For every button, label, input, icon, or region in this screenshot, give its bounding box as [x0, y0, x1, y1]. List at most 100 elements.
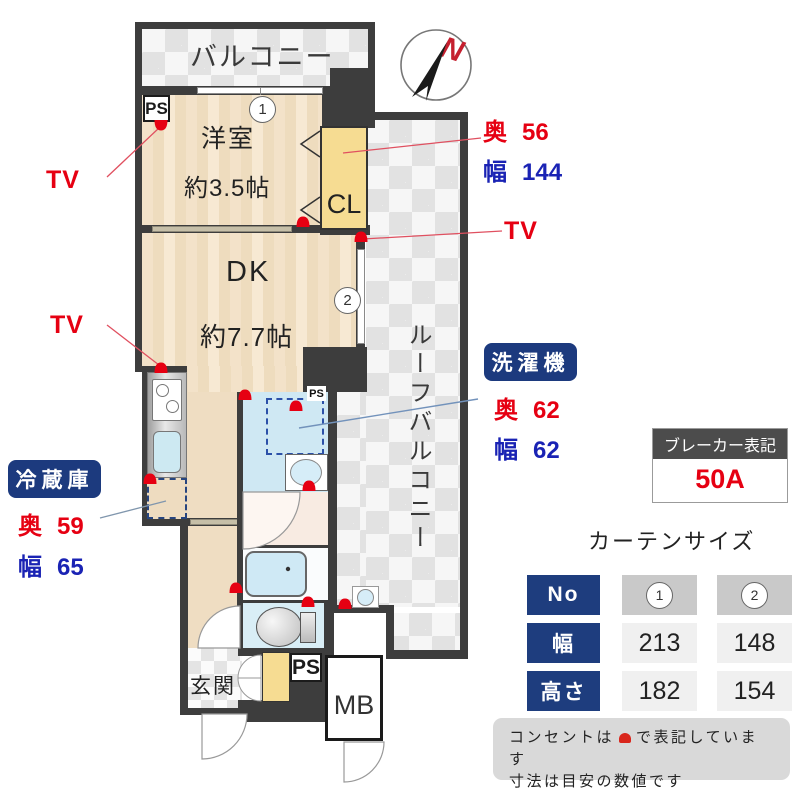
washer-space	[266, 398, 324, 455]
washer-width-label: 幅	[494, 437, 518, 464]
fridge-depth-label: 奥	[18, 513, 42, 540]
wall-left	[135, 22, 142, 372]
fridge-badge: 冷蔵庫	[8, 460, 101, 498]
burner-1	[156, 384, 169, 397]
entrance-label: 玄関	[190, 675, 236, 698]
fridge-dimensions: 奥 59 幅 65	[18, 506, 84, 582]
washer-dimensions: 奥 62 幅 62	[494, 390, 560, 465]
toilet-tank	[300, 612, 316, 643]
cl-label: CL	[326, 189, 362, 219]
ps-label-mid: PS	[309, 387, 324, 400]
fridge-width-value: 65	[57, 554, 84, 581]
note-line-2: 寸法は目安の数値です	[509, 773, 685, 790]
curtain-col-header: No	[527, 575, 600, 615]
compass-icon: N	[400, 29, 472, 101]
roof-balcony-label: ルーフバルコニー	[404, 322, 431, 554]
cl-depth-label: 奥	[483, 119, 507, 146]
wall-hall-left	[180, 522, 188, 714]
washer-depth-value: 62	[533, 397, 560, 424]
wall-below-ps	[288, 680, 324, 702]
breaker-box: ブレーカー表記 50A	[652, 428, 788, 503]
dk-floor	[142, 233, 356, 366]
dk-label: DK	[226, 256, 271, 288]
washer-badge: 洗濯機	[484, 343, 577, 381]
curtain-col2-circle: 2	[741, 581, 768, 609]
wall-mid-block	[303, 347, 367, 392]
curtain-row2-label-text: 高さ	[540, 681, 587, 704]
shoe-cabinet	[262, 652, 290, 702]
washer-badge-label: 洗濯機	[491, 352, 570, 375]
washbasin-bowl	[290, 459, 322, 486]
curtain-row1-label-text: 幅	[552, 633, 575, 656]
ps-box-bottom: PS	[290, 653, 322, 682]
wall-toilet-right	[324, 603, 334, 656]
stove	[152, 379, 182, 421]
entrance-floor	[188, 648, 242, 708]
closet-cl: CL	[320, 126, 368, 230]
curtain-row1-val2-text: 148	[733, 628, 776, 657]
ps-label-top: PS	[145, 98, 168, 118]
wall-notch-right	[386, 605, 394, 658]
kitchen-sink	[153, 431, 181, 473]
breaker-header: ブレーカー表記	[653, 429, 787, 459]
burner-2	[166, 400, 179, 413]
note-line-1: コンセントはで表記しています	[509, 727, 774, 771]
ps-box-top: PS	[143, 95, 170, 122]
sliding-door-room1-dk	[152, 226, 292, 232]
ps-tag-mid: PS	[307, 386, 326, 401]
curtain-marker-2-num: 2	[343, 292, 352, 309]
wall-right	[460, 112, 468, 659]
porch-notch	[334, 613, 386, 650]
wall-bottom-mid	[238, 700, 330, 722]
dk-size: 約7.7帖	[200, 322, 294, 352]
note-box: コンセントはで表記しています 寸法は目安の数値です	[493, 718, 790, 790]
wall-entrance-bottom	[180, 708, 252, 715]
roof-balcony-floor-upper	[366, 120, 460, 607]
wall-balcony-right	[368, 22, 375, 95]
curtain-row2-val2-text: 154	[733, 676, 776, 705]
note-line1-post: で表記しています	[509, 729, 759, 768]
wall-laundry-left	[237, 392, 243, 648]
curtain-marker-2: 2	[334, 287, 361, 314]
dk-floor-lower	[187, 366, 303, 392]
cl-width-label: 幅	[483, 159, 507, 186]
breaker-value: 50A	[695, 464, 745, 494]
washer-depth-label: 奥	[494, 397, 518, 424]
curtain-col1-circle: 1	[646, 581, 673, 609]
curtain-col1-num: 1	[655, 587, 664, 603]
balcony-sink	[352, 586, 379, 608]
meter-box: MB	[325, 655, 383, 741]
window-divider	[260, 88, 261, 95]
note-line1-pre: コンセントは	[509, 729, 615, 746]
mb-label: MB	[333, 689, 375, 720]
tv-label-1: TV	[46, 166, 80, 194]
curtain-marker-1-num: 1	[258, 101, 267, 118]
balcony-sink-bowl	[357, 589, 374, 606]
wall-notch-top	[330, 605, 393, 613]
balcony-label: バルコニー	[190, 42, 335, 72]
wall-cl-bottom	[320, 226, 370, 235]
outlet-marker-icon	[619, 733, 632, 743]
roof-balcony-floor-left	[337, 392, 366, 605]
roof-balcony-floor-bottom	[386, 613, 460, 650]
curtain-row2-val2: 154	[717, 671, 792, 711]
curtain-row1-val1: 213	[622, 623, 697, 663]
curtain-row1-val2: 148	[717, 623, 792, 663]
fridge-width-label: 幅	[18, 554, 42, 581]
curtain-row2-val1: 182	[622, 671, 697, 711]
compass-north-label: N	[437, 31, 469, 69]
bathtub	[245, 551, 307, 597]
curtain-row1-label: 幅	[527, 623, 600, 663]
western-room-floor	[142, 95, 322, 226]
fridge-depth-value: 59	[57, 513, 84, 540]
wall-laundry-right	[328, 392, 337, 610]
curtain-col-1: 1	[622, 575, 697, 615]
wall-roof-top	[365, 112, 468, 120]
curtain-marker-1: 1	[249, 96, 276, 123]
balcony-floor	[142, 29, 368, 88]
wall-balcony-top	[135, 22, 375, 29]
washer-width-value: 62	[533, 437, 560, 464]
cl-depth-value: 56	[522, 119, 549, 146]
window-room1-top	[197, 87, 323, 95]
